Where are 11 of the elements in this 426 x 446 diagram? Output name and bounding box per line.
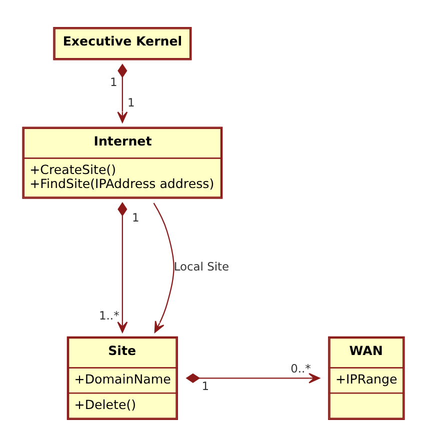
label: 0..* [290,360,310,375]
label: 1 [201,378,209,392]
arrow [152,202,174,332]
arrow [116,63,128,122]
label: 1 [132,210,139,224]
label: 1..* [98,308,119,322]
edge-label: Local Site [173,258,229,273]
label: 1 [110,74,117,89]
arrow [185,372,320,383]
arrow [116,201,128,332]
label: 1 [127,94,134,109]
